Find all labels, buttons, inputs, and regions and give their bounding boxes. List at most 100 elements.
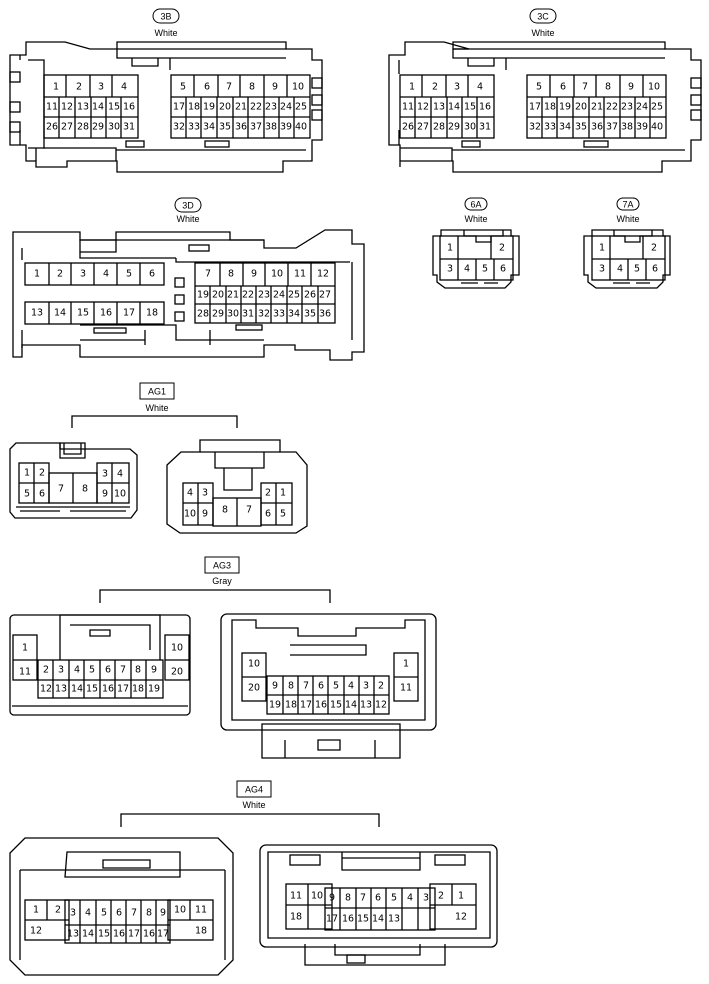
pin-number: 12 <box>455 912 467 923</box>
pin-number: 2 <box>265 488 271 499</box>
pin-number: 11 <box>400 683 412 694</box>
pin-number: 23 <box>621 102 633 113</box>
pin-number: 16 <box>113 929 125 940</box>
label-color-3b: White <box>154 28 177 38</box>
pin-number: 11 <box>19 667 31 678</box>
connector-ag1-right <box>166 439 308 534</box>
pin-number: 2 <box>651 243 657 254</box>
pin-number: 4 <box>74 665 80 676</box>
pin-number: 32 <box>173 122 185 133</box>
pin-number: 8 <box>135 665 141 676</box>
pin-number: 25 <box>651 102 663 113</box>
pin-number: 6 <box>149 269 155 280</box>
pin-number: 4 <box>117 469 123 480</box>
pin-number: 29 <box>212 309 224 320</box>
pin-number: 8 <box>146 908 152 919</box>
pin-number: 2 <box>55 905 61 916</box>
pin-number: 35 <box>575 122 587 133</box>
pin-number: 31 <box>242 309 254 320</box>
pin-number: 26 <box>402 122 414 133</box>
pin-number: 19 <box>148 684 160 695</box>
pin-number: 3 <box>58 665 64 676</box>
pin-number: 15 <box>77 308 89 319</box>
pin-number: 3 <box>98 82 104 93</box>
pin-number: 19 <box>559 102 571 113</box>
pin-number: 4 <box>477 82 483 93</box>
connector-labels: 3B White 3C White 3D White 6A White 7A W… <box>139 8 640 810</box>
connector-3c-pins-left <box>399 74 495 139</box>
pin-number: 3 <box>447 264 453 275</box>
pin-number: 14 <box>54 308 66 319</box>
pin-number: 32 <box>258 309 270 320</box>
pin-number: 14 <box>372 914 384 925</box>
pin-number: 4 <box>85 908 91 919</box>
pin-number: 28 <box>433 122 445 133</box>
pin-number: 6 <box>105 665 111 676</box>
pin-number: 27 <box>61 122 73 133</box>
pin-number: 10 <box>648 82 660 93</box>
pin-number: 16 <box>315 700 327 711</box>
pin-number: 5 <box>180 82 186 93</box>
pin-number: 4 <box>348 681 354 692</box>
connector-ag4-right <box>259 844 498 966</box>
pin-number: 4 <box>187 488 193 499</box>
pin-number: 39 <box>636 122 648 133</box>
pin-number: 32 <box>529 122 541 133</box>
label-color-6a: White <box>464 214 487 224</box>
pin-number: 24 <box>636 102 648 113</box>
pin-number: 36 <box>591 122 603 133</box>
pin-number: 20 <box>212 290 224 301</box>
pin-number: 1 <box>24 468 30 479</box>
connector-3b-pins-left <box>43 74 139 139</box>
pin-number: 6 <box>39 489 45 500</box>
pin-number: 8 <box>82 484 88 495</box>
pin-number: 37 <box>606 122 618 133</box>
pin-number: 1 <box>447 243 453 254</box>
pin-number: 24 <box>280 102 292 113</box>
pin-number: 5 <box>24 489 30 500</box>
pin-number: 18 <box>195 926 207 937</box>
pin-number: 26 <box>304 290 316 301</box>
pin-number: 6 <box>116 908 122 919</box>
pin-number: 3 <box>454 82 460 93</box>
label-color-7a: White <box>616 214 639 224</box>
connector-ag3-right <box>220 613 437 759</box>
pin-number: 3 <box>363 681 369 692</box>
pin-number: 9 <box>202 509 208 520</box>
pin-number: 13 <box>388 914 400 925</box>
pin-number: 34 <box>203 122 215 133</box>
pin-number: 5 <box>634 264 640 275</box>
pin-number: 14 <box>92 102 104 113</box>
pin-number: 38 <box>621 122 633 133</box>
pin-number: 6 <box>560 82 566 93</box>
pin-number: 13 <box>55 684 67 695</box>
pin-number: 15 <box>108 102 120 113</box>
pin-number: 33 <box>188 122 200 133</box>
pin-number: 4 <box>464 264 470 275</box>
pin-number: 2 <box>378 681 384 692</box>
pin-number: 13 <box>31 308 43 319</box>
connector-ag3-left <box>9 614 191 716</box>
connector-6a-outline <box>432 229 520 289</box>
pin-number: 22 <box>606 102 618 113</box>
pin-number: 18 <box>146 308 158 319</box>
pin-number: 8 <box>249 82 255 93</box>
pin-number: 31 <box>123 122 135 133</box>
pin-number: 16 <box>102 684 114 695</box>
pin-number: 1 <box>599 243 605 254</box>
pin-number: 40 <box>295 122 307 133</box>
pin-number: 12 <box>40 684 52 695</box>
pin-number: 12 <box>61 102 73 113</box>
pin-number: 27 <box>319 290 331 301</box>
pin-number: 1 <box>33 905 39 916</box>
label-id-ag4: AG4 <box>245 785 263 795</box>
pin-number: 36 <box>235 122 247 133</box>
pin-number: 20 <box>171 667 183 678</box>
pin-number: 9 <box>151 665 157 676</box>
connector-3b-pins-right <box>170 74 311 139</box>
pin-number: 30 <box>227 309 239 320</box>
pin-number: 15 <box>86 684 98 695</box>
pin-number: 17 <box>300 700 312 711</box>
pin-number: 18 <box>544 102 556 113</box>
